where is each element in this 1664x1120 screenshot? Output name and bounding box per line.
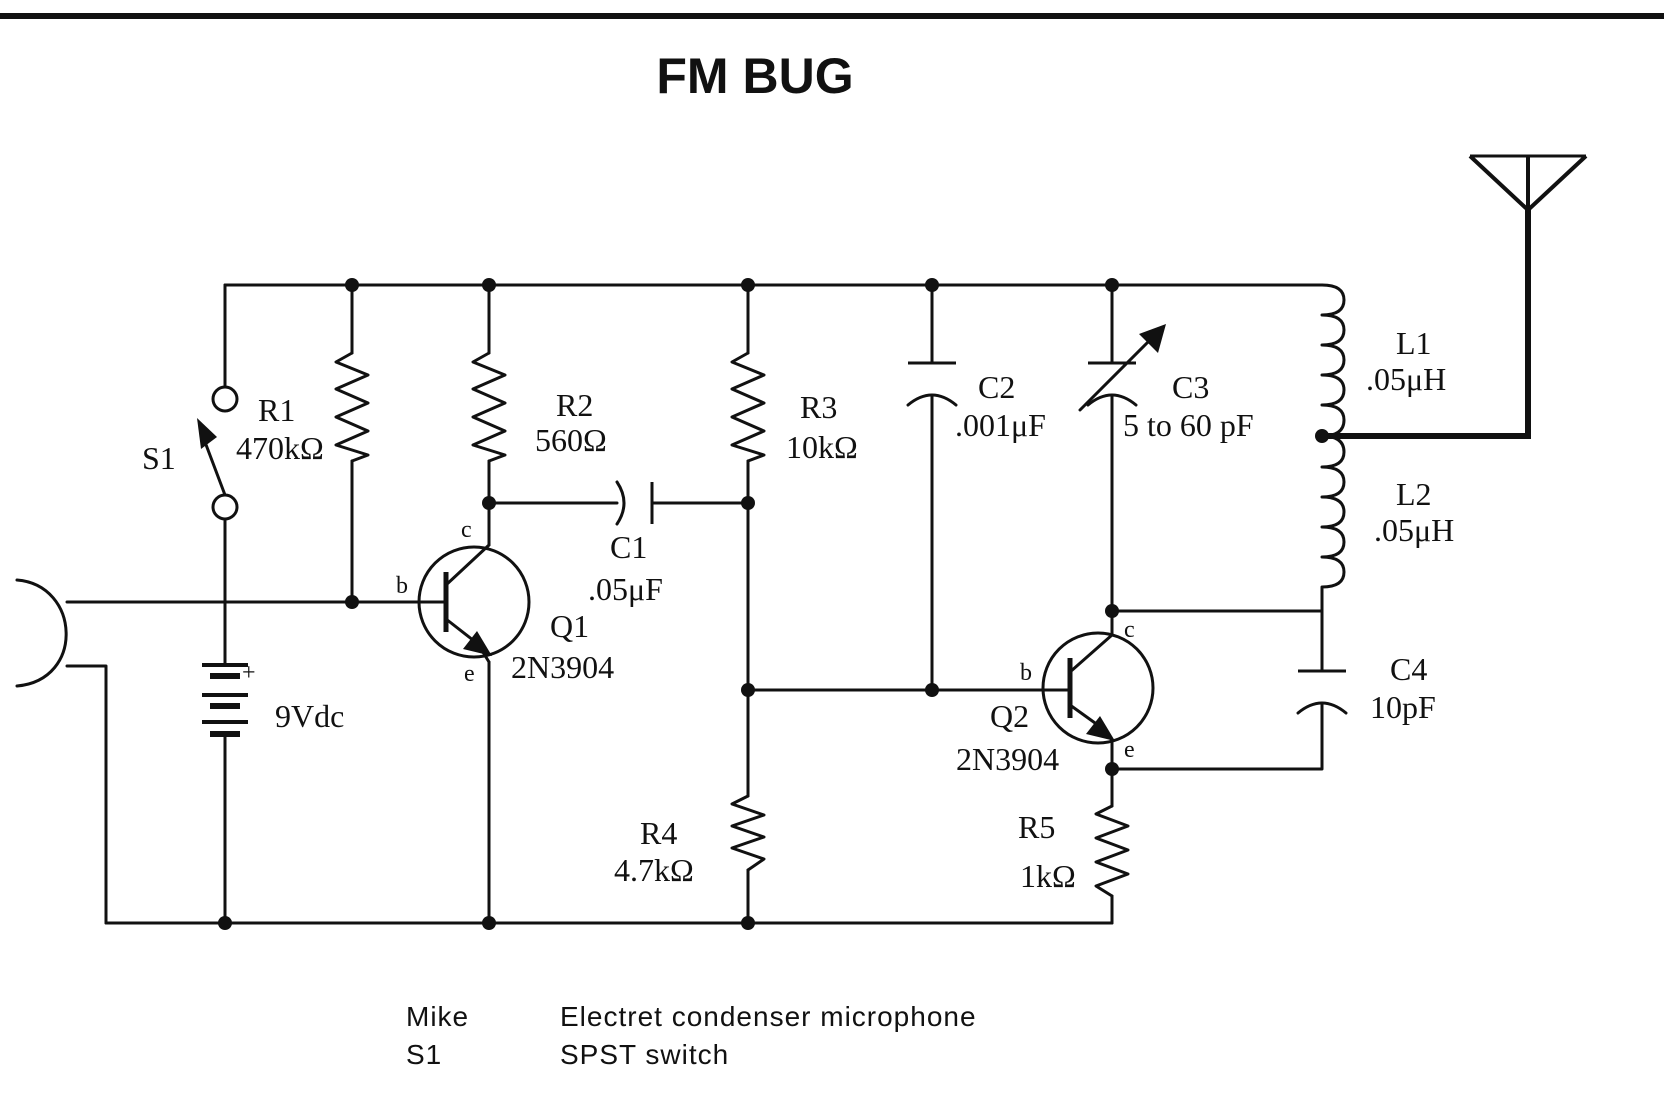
- r5-ref: R5: [1018, 809, 1055, 845]
- capacitor-c2: [906, 361, 958, 407]
- resistor-r1: [334, 351, 370, 463]
- battery-plus-sign: +: [242, 660, 256, 686]
- r4-ref: R4: [640, 815, 677, 851]
- battery-9v: [202, 663, 248, 737]
- q1-ref: Q1: [550, 608, 589, 644]
- resistor-r3: [730, 351, 766, 463]
- q1-pin-c: c: [461, 517, 472, 543]
- r3-ref: R3: [800, 389, 837, 425]
- junctions: [218, 278, 1329, 930]
- inductor-l1: [1320, 283, 1346, 438]
- q2-pin-c: c: [1124, 617, 1135, 643]
- legend-key-mike: Mike: [406, 1001, 469, 1032]
- q1-pin-e: e: [464, 661, 475, 687]
- capacitor-c3-variable: [1078, 324, 1166, 412]
- legend-key-s1: S1: [406, 1039, 442, 1070]
- l2-value: .05μH: [1374, 512, 1454, 548]
- c2-value: .001μF: [955, 407, 1046, 443]
- q2-ref: Q2: [990, 698, 1029, 734]
- c3-value: 5 to 60 pF: [1123, 407, 1254, 443]
- c2-ref: C2: [978, 369, 1015, 405]
- q2-pin-b: b: [1020, 660, 1032, 686]
- transistor-q1: [416, 543, 531, 664]
- capacitor-c1: [615, 480, 654, 526]
- capacitor-c4: [1296, 669, 1348, 715]
- l1-value: .05μH: [1366, 361, 1446, 397]
- c1-value: .05μF: [588, 571, 663, 607]
- wiring: [65, 283, 1324, 925]
- r1-ref: R1: [258, 392, 295, 428]
- microphone-symbol: [15, 578, 68, 688]
- r2-ref: R2: [556, 387, 593, 423]
- r2-value: 560Ω: [535, 422, 607, 458]
- transistor-q2: [1041, 631, 1155, 745]
- parts-legend: Mike Electret condenser microphone S1 SP…: [406, 1001, 977, 1070]
- legend-desc-s1: SPST switch: [560, 1039, 729, 1070]
- legend-desc-mike: Electret condenser microphone: [560, 1001, 977, 1032]
- q2-pin-e: e: [1124, 737, 1135, 763]
- r1-value: 470kΩ: [236, 430, 324, 466]
- r4-value: 4.7kΩ: [614, 852, 694, 888]
- c4-ref: C4: [1390, 651, 1427, 687]
- switch-s1: [197, 385, 239, 521]
- r3-value: 10kΩ: [786, 429, 858, 465]
- c1-ref: C1: [610, 529, 647, 565]
- c4-value: 10pF: [1370, 689, 1436, 725]
- q2-value: 2N3904: [956, 741, 1059, 777]
- resistor-r5: [1094, 804, 1130, 898]
- resistor-r2: [471, 351, 507, 463]
- q1-value: 2N3904: [511, 649, 614, 685]
- battery-value: 9Vdc: [275, 698, 344, 734]
- antenna: [1322, 154, 1588, 439]
- l2-ref: L2: [1396, 476, 1432, 512]
- resistor-r4: [730, 794, 766, 872]
- s1-label: S1: [142, 440, 176, 476]
- q1-pin-b: b: [396, 573, 408, 599]
- c3-ref: C3: [1172, 369, 1209, 405]
- r5-value: 1kΩ: [1020, 858, 1076, 894]
- inductor-l2: [1320, 434, 1346, 613]
- diagram-title: FM BUG: [656, 48, 853, 104]
- l1-ref: L1: [1396, 325, 1432, 361]
